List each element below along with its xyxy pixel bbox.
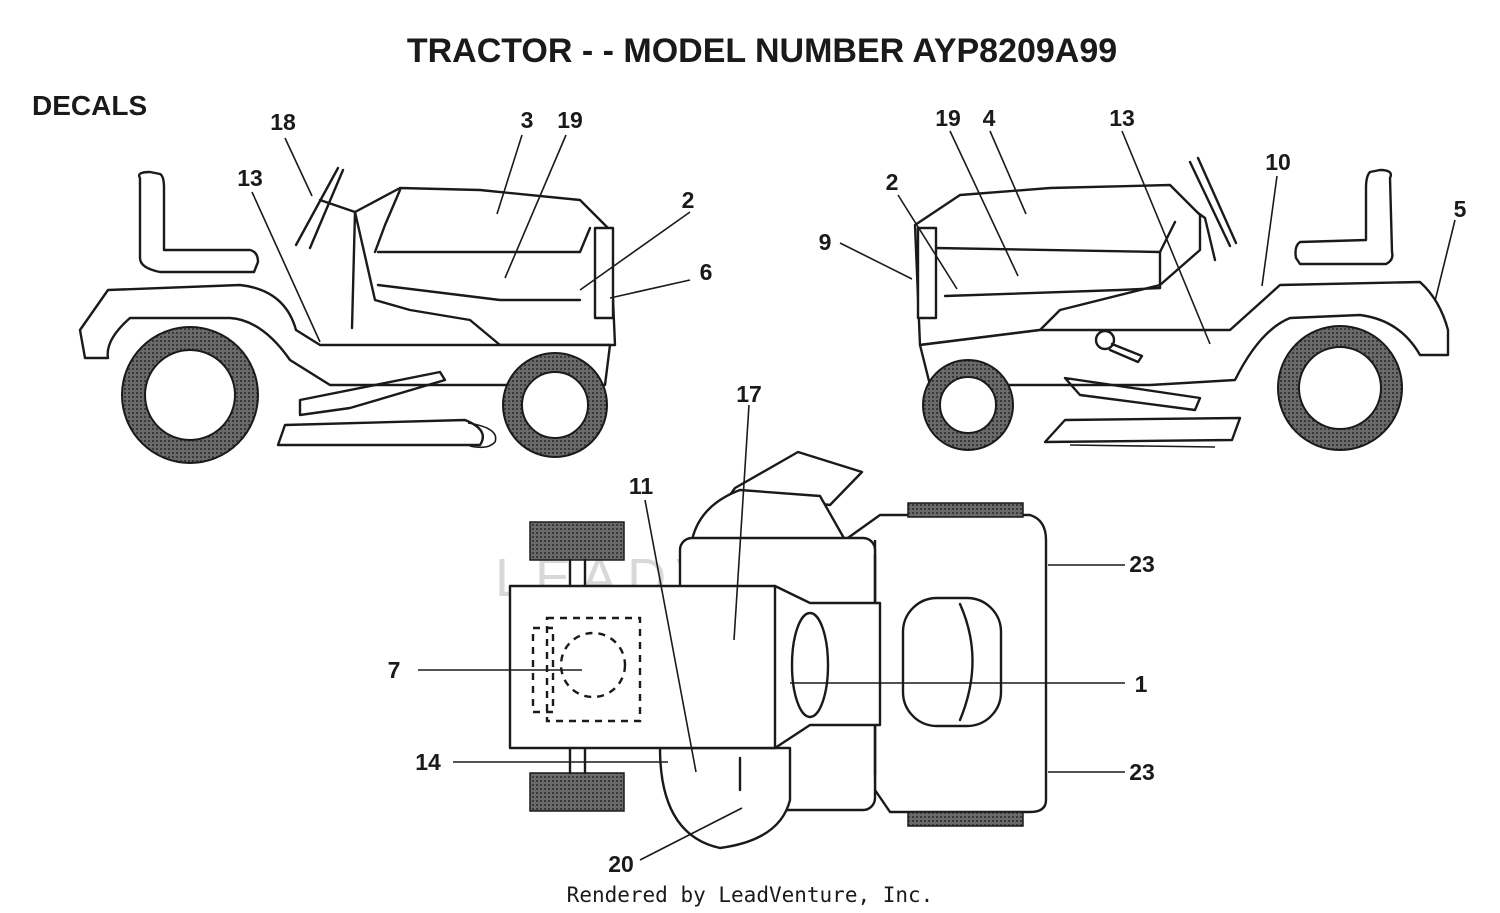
fender-shape [690,488,1048,814]
steering-wheel-shape [294,166,340,247]
front-tire-top [529,521,625,561]
seat-shape [1294,168,1394,266]
hood-shape [913,183,1202,347]
callout-label: 1 [1135,671,1148,697]
deck-discharge [658,746,792,850]
top-view-callouts: 17 11 7 14 20 23 1 23 [388,381,1155,877]
callout-label: 20 [608,851,634,877]
top-view [508,450,1048,850]
callout-label: 7 [388,657,401,683]
callout-label: 4 [983,105,996,131]
seat-top [901,596,1003,728]
callout-label: 2 [682,187,695,213]
frame-shape [78,283,612,387]
frame-shape [918,280,1450,387]
callout-label: 23 [1129,759,1155,785]
left-view-callouts: 18 13 3 19 2 6 [237,107,712,285]
callout-label: 3 [521,107,534,133]
hood-top [508,584,882,750]
callout-label: 6 [700,259,713,285]
rear-tire-top [907,502,1024,518]
callout-label: 5 [1454,196,1467,222]
callout-label: 23 [1129,551,1155,577]
mower-deck [276,418,485,447]
section-label: DECALS [32,90,147,121]
mower-deck [1043,416,1242,444]
rear-tire-bottom [907,811,1024,827]
hood-shape [353,186,617,347]
callout-label: 14 [415,749,441,775]
right-view-callouts: 19 4 13 2 9 10 5 [819,105,1467,255]
callout-label: 13 [1109,105,1135,131]
callout-label: 19 [935,105,961,131]
callout-label: 13 [237,165,263,191]
callout-label: 17 [736,381,762,407]
seat-shape [137,170,260,274]
callout-label: 18 [270,109,296,135]
leader-lines [251,130,1456,861]
right-side-view [913,156,1450,451]
callout-label: 11 [629,473,654,499]
left-side-view [78,166,617,464]
callout-label: 9 [819,229,832,255]
callout-label: 2 [886,169,899,195]
callout-label: 19 [557,107,583,133]
footer-credit: Rendered by LeadVenture, Inc. [567,883,934,907]
page-title: TRACTOR - - MODEL NUMBER AYP8209A99 [407,32,1117,70]
front-tire-bottom [529,772,625,812]
callout-label: 10 [1265,149,1291,175]
